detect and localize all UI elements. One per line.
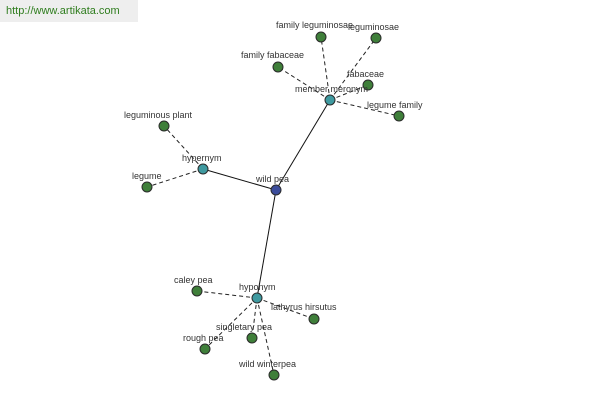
node-member-meronym[interactable] (324, 94, 336, 106)
label-caley-pea[interactable]: caley pea (174, 275, 213, 285)
label-wild-winterpea[interactable]: wild winterpea (238, 359, 296, 369)
label-family-fabaceae[interactable]: family fabaceae (241, 50, 304, 60)
label-rough-pea[interactable]: rough pea (183, 333, 224, 343)
label-legume[interactable]: legume (132, 171, 162, 181)
edge-membermeronym-legume-family (329, 99, 400, 117)
node-wild-winterpea[interactable] (268, 369, 280, 381)
label-hypernym[interactable]: hypernym (182, 153, 222, 163)
node-family-leguminosae[interactable] (315, 31, 327, 43)
node-singletary-pea[interactable] (246, 332, 258, 344)
edges (146, 36, 400, 376)
label-singletary-pea[interactable]: singletary pea (216, 322, 272, 332)
node-hyponym[interactable] (251, 292, 263, 304)
label-wild-pea[interactable]: wild pea (255, 174, 289, 184)
label-lathyrus-hirsutus[interactable]: lathyrus hirsutus (271, 302, 337, 312)
edge-wildpea-hypernym (202, 168, 277, 191)
edge-hyponym-singletary-pea (251, 297, 258, 339)
label-hyponym[interactable]: hyponym (239, 282, 276, 292)
edge-membermeronym-family-fabaceae (277, 66, 331, 101)
edge-hypernym-leguminous-plant (163, 125, 204, 170)
node-hypernym[interactable] (197, 163, 209, 175)
label-family-leguminosae[interactable]: family leguminosae (276, 20, 353, 30)
edge-wildpea-membermeronym (275, 99, 331, 191)
edge-hypernym-legume (146, 168, 204, 188)
label-fabaceae[interactable]: fabaceae (347, 69, 384, 79)
node-wild-pea[interactable] (270, 184, 282, 196)
site-url-watermark[interactable]: http://www.artikata.com (0, 0, 138, 22)
node-leguminous-plant[interactable] (158, 120, 170, 132)
edge-wildpea-hyponym (256, 189, 277, 299)
edge-hyponym-caley-pea (196, 290, 258, 299)
node-legume-family[interactable] (393, 110, 405, 122)
node-fabaceae[interactable] (362, 79, 374, 91)
node-leguminosae[interactable] (370, 32, 382, 44)
edge-membermeronym-family-leguminosae (320, 36, 331, 101)
nodes (141, 31, 405, 381)
edge-hyponym-wild-winterpea (256, 297, 275, 376)
edge-membermeronym-leguminosae (329, 37, 377, 101)
label-legume-family[interactable]: legume family (367, 100, 423, 110)
labels: wild pea member meronym hypernym hyponym… (124, 20, 423, 369)
label-member-meronym[interactable]: member meronym (295, 84, 368, 94)
edge-hyponym-lathyrus-hirsutus (256, 297, 315, 320)
label-leguminous-plant[interactable]: leguminous plant (124, 110, 193, 120)
label-leguminosae[interactable]: leguminosae (348, 22, 399, 32)
edge-hyponym-rough-pea (204, 297, 258, 350)
node-family-fabaceae[interactable] (272, 61, 284, 73)
node-legume[interactable] (141, 181, 153, 193)
node-lathyrus-hirsutus[interactable] (308, 313, 320, 325)
node-caley-pea[interactable] (191, 285, 203, 297)
node-rough-pea[interactable] (199, 343, 211, 355)
